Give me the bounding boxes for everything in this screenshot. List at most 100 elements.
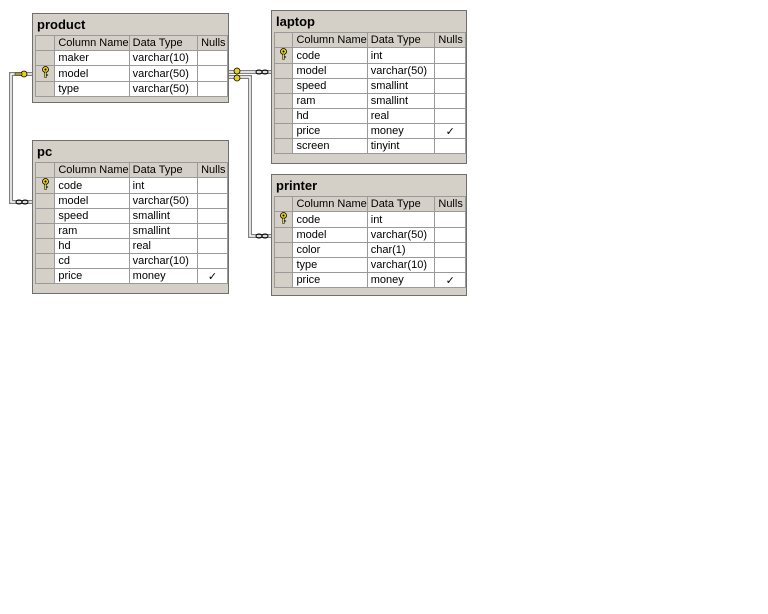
column-name-cell[interactable]: price bbox=[292, 123, 368, 139]
column-name-cell[interactable]: hd bbox=[54, 238, 130, 254]
column-name-cell[interactable]: type bbox=[292, 257, 368, 273]
data-type-cell[interactable]: real bbox=[128, 238, 199, 254]
column-name-cell[interactable]: ram bbox=[292, 93, 368, 109]
data-type-cell[interactable]: char(1) bbox=[366, 242, 436, 258]
row-selector[interactable] bbox=[273, 227, 294, 243]
nulls-cell[interactable]: ✓ bbox=[197, 268, 228, 284]
relationship-product-pc[interactable] bbox=[9, 72, 32, 204]
row-selector[interactable] bbox=[273, 272, 294, 288]
column-name-cell[interactable]: hd bbox=[292, 108, 368, 124]
row-selector[interactable] bbox=[34, 238, 56, 254]
data-type-cell[interactable]: smallint bbox=[366, 93, 436, 109]
row-selector[interactable] bbox=[34, 193, 56, 209]
column-name-cell[interactable]: type bbox=[54, 81, 130, 97]
row-selector[interactable] bbox=[273, 93, 294, 109]
row-selector[interactable] bbox=[273, 242, 294, 258]
column-name-cell[interactable]: code bbox=[54, 177, 130, 194]
data-type-cell[interactable]: int bbox=[366, 47, 436, 64]
row-selector[interactable] bbox=[34, 65, 56, 82]
data-type-cell[interactable]: varchar(10) bbox=[366, 257, 436, 273]
data-type-cell[interactable]: varchar(10) bbox=[128, 253, 199, 269]
nulls-cell[interactable] bbox=[197, 50, 228, 66]
nulls-cell[interactable] bbox=[434, 63, 466, 79]
row-selector[interactable] bbox=[34, 268, 56, 284]
data-type-cell[interactable]: money bbox=[366, 123, 436, 139]
nulls-cell[interactable] bbox=[197, 208, 228, 224]
row-selector[interactable] bbox=[273, 123, 294, 139]
row-selector[interactable] bbox=[34, 177, 56, 194]
data-type-cell[interactable]: money bbox=[128, 268, 199, 284]
row-selector[interactable] bbox=[34, 253, 56, 269]
data-type-cell[interactable]: varchar(50) bbox=[128, 81, 199, 97]
data-type-cell[interactable]: varchar(50) bbox=[366, 227, 436, 243]
column-name-cell[interactable]: color bbox=[292, 242, 368, 258]
row-selector[interactable] bbox=[273, 138, 294, 154]
column-name-cell[interactable]: model bbox=[54, 65, 130, 82]
data-type-cell[interactable]: real bbox=[366, 108, 436, 124]
column-name-cell[interactable]: model bbox=[292, 63, 368, 79]
nulls-cell[interactable] bbox=[434, 257, 466, 273]
data-type-cell[interactable]: money bbox=[366, 272, 436, 288]
row-selector[interactable] bbox=[273, 47, 294, 64]
data-type-cell[interactable]: varchar(50) bbox=[128, 193, 199, 209]
row-selector[interactable] bbox=[34, 208, 56, 224]
column-name-cell[interactable]: maker bbox=[54, 50, 130, 66]
data-type-cell[interactable]: int bbox=[128, 177, 199, 194]
nulls-cell[interactable] bbox=[434, 138, 466, 154]
nulls-cell[interactable] bbox=[197, 223, 228, 239]
column-name-cell[interactable]: screen bbox=[292, 138, 368, 154]
column-name-cell[interactable]: cd bbox=[54, 253, 130, 269]
column-name-cell[interactable]: code bbox=[292, 47, 368, 64]
column-name-cell[interactable]: ram bbox=[54, 223, 130, 239]
nulls-cell[interactable] bbox=[197, 65, 228, 82]
column-name-cell[interactable]: price bbox=[292, 272, 368, 288]
data-type-cell[interactable]: tinyint bbox=[366, 138, 436, 154]
column-name-cell[interactable]: speed bbox=[54, 208, 130, 224]
nulls-cell[interactable] bbox=[434, 242, 466, 258]
row-selector[interactable] bbox=[273, 108, 294, 124]
nulls-cell[interactable]: ✓ bbox=[434, 123, 466, 139]
nulls-cell[interactable] bbox=[197, 253, 228, 269]
data-type-cell[interactable]: int bbox=[366, 211, 436, 228]
column-name-cell[interactable]: price bbox=[54, 268, 130, 284]
row-selector[interactable] bbox=[273, 63, 294, 79]
data-type-cell[interactable]: varchar(10) bbox=[128, 50, 199, 66]
row-selector[interactable] bbox=[273, 78, 294, 94]
nulls-cell[interactable] bbox=[197, 81, 228, 97]
nulls-cell[interactable]: ✓ bbox=[434, 272, 466, 288]
data-type-cell[interactable]: varchar(50) bbox=[128, 65, 199, 82]
nulls-cell[interactable] bbox=[434, 227, 466, 243]
nulls-cell[interactable] bbox=[434, 211, 466, 228]
row-selector[interactable] bbox=[273, 211, 294, 228]
data-type-cell[interactable]: smallint bbox=[366, 78, 436, 94]
data-type-cell[interactable]: smallint bbox=[128, 208, 199, 224]
relationship-product-printer[interactable] bbox=[229, 75, 271, 238]
column-name-cell[interactable]: speed bbox=[292, 78, 368, 94]
data-type-cell[interactable]: smallint bbox=[128, 223, 199, 239]
nulls-cell[interactable] bbox=[434, 47, 466, 64]
